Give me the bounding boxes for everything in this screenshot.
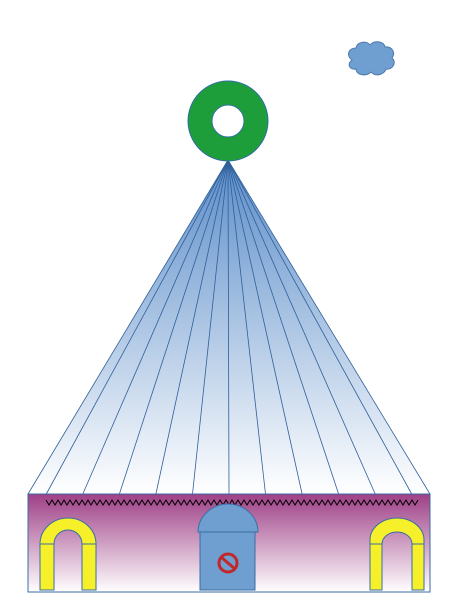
green-ring-icon	[187, 80, 269, 162]
cone-ray	[155, 159, 229, 495]
cloud-icon	[348, 41, 395, 76]
cone-ray	[192, 159, 229, 495]
cone-ray	[227, 159, 339, 495]
no-entry-icon	[217, 552, 239, 574]
door[interactable]	[197, 503, 259, 591]
cone-ray	[45, 159, 229, 495]
cone-ray	[82, 159, 229, 495]
cone-ray	[227, 159, 413, 495]
cone-ray	[227, 159, 230, 495]
cone-ray	[227, 159, 266, 495]
right-arch	[369, 517, 425, 591]
cone	[27, 159, 431, 495]
zigzag-trim	[45, 499, 419, 506]
cone-ray	[227, 159, 376, 495]
building	[27, 493, 431, 593]
cone-ray	[227, 159, 303, 495]
cone-ray	[119, 159, 229, 495]
left-arch	[39, 517, 97, 591]
cone-rays	[45, 159, 413, 495]
